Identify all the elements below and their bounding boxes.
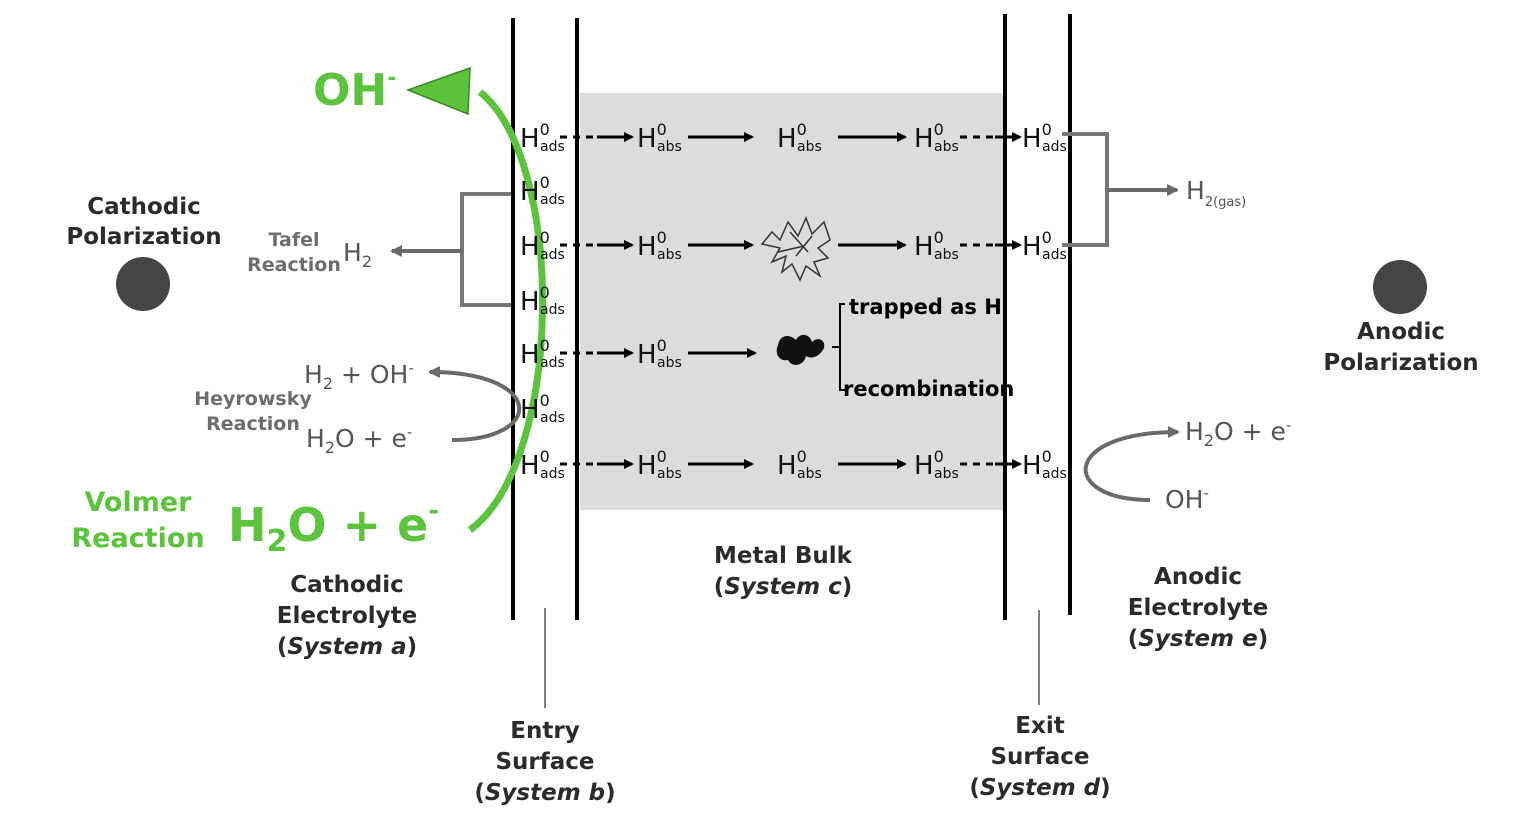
anodic-reaction-arrow <box>1083 426 1180 502</box>
svg-text:Anodic: Anodic <box>1357 319 1445 345</box>
svg-text:Surface: Surface <box>495 749 594 775</box>
svg-text:(System b): (System b) <box>474 780 615 806</box>
svg-text:(System e): (System e) <box>1128 626 1268 652</box>
tafel-bracket <box>460 192 511 307</box>
tafel-reaction-label: Tafel Reaction <box>247 229 341 276</box>
anodic-reactant: OH- <box>1165 484 1209 514</box>
tafel-product: H2 <box>343 238 372 271</box>
anodic-pole-dot <box>1373 260 1427 314</box>
svg-text:Entry: Entry <box>510 718 579 744</box>
cathodic-polarization-label: Cathodic Polarization <box>66 194 221 250</box>
transport-arrows-layer <box>560 132 1022 469</box>
svg-text:Cathodic: Cathodic <box>87 194 201 220</box>
metal-bulk-label: Metal Bulk (System c) <box>714 543 853 600</box>
svg-text:Cathodic: Cathodic <box>290 572 404 598</box>
heyrowsky-product: H2 + OH- <box>304 359 414 393</box>
svg-text:Reaction: Reaction <box>71 523 204 554</box>
heyrowsky-reactant: H2O + e- <box>306 423 412 457</box>
recombination-label: recombination <box>843 377 1014 401</box>
hydrogen-trap-icon <box>776 334 825 365</box>
volmer-product: OH- <box>313 65 396 116</box>
svg-text:Polarization: Polarization <box>1323 350 1478 376</box>
trapped-label: trapped as H <box>849 295 1002 319</box>
svg-text:Tafel: Tafel <box>269 229 320 251</box>
heyrowsky-reaction-label: Heyrowsky Reaction <box>194 388 312 435</box>
svg-text:(System d): (System d) <box>969 775 1110 801</box>
svg-text:Surface: Surface <box>990 744 1089 770</box>
svg-text:Electrolyte: Electrolyte <box>1128 595 1268 621</box>
volmer-arrow-curve <box>467 89 547 533</box>
svg-text:Reaction: Reaction <box>206 413 300 435</box>
svg-text:Anodic: Anodic <box>1154 564 1242 590</box>
exit-gas-product: H2(gas) <box>1186 176 1246 210</box>
metal-bulk-region <box>580 93 1004 510</box>
anodic-polarization-label: Anodic Polarization <box>1323 319 1478 376</box>
lattice-defect-icon <box>760 216 831 282</box>
heyrowsky-arrow <box>428 366 522 442</box>
anodic-electrolyte-label: Anodic Electrolyte (System e) <box>1128 564 1268 652</box>
anodic-product: H2O + e- <box>1185 416 1291 450</box>
svg-text:Electrolyte: Electrolyte <box>277 603 417 629</box>
entry-surface-label: Entry Surface (System b) <box>474 718 615 806</box>
exit-surface-label: Exit Surface (System d) <box>969 713 1110 801</box>
svg-text:Metal Bulk: Metal Bulk <box>714 543 853 569</box>
svg-text:(System c): (System c) <box>714 574 852 600</box>
cathodic-pole-dot <box>116 257 170 311</box>
svg-text:Exit: Exit <box>1015 713 1064 739</box>
cathodic-electrolyte-label: Cathodic Electrolyte (System a) <box>277 572 417 660</box>
svg-text:(System a): (System a) <box>277 634 417 660</box>
trap-bracket <box>832 303 845 391</box>
svg-text:Volmer: Volmer <box>85 487 193 518</box>
volmer-reactant: H2O + e- <box>228 496 439 559</box>
svg-text:Reaction: Reaction <box>247 254 341 276</box>
svg-text:Polarization: Polarization <box>66 224 221 250</box>
volmer-arrowhead <box>405 66 471 116</box>
svg-text:Heyrowsky: Heyrowsky <box>194 388 312 410</box>
volmer-reaction-label: Volmer Reaction <box>71 487 204 554</box>
